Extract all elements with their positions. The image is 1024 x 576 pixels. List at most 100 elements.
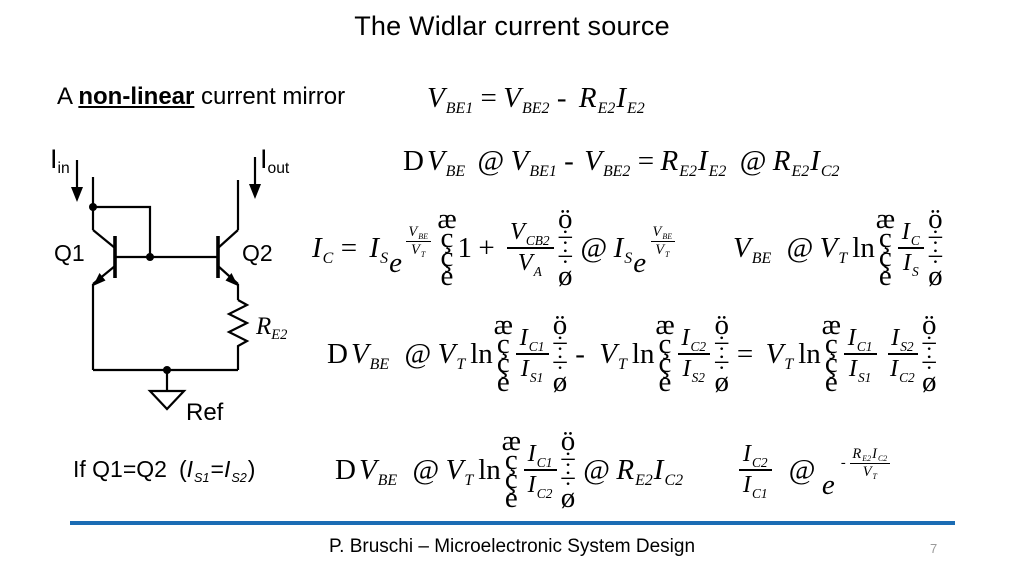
math-token: T [464, 472, 474, 490]
math-token: S1 [194, 470, 210, 485]
math-token: If Q1=Q2 [73, 455, 167, 482]
math-token: = [736, 337, 754, 370]
math-token: VBE [406, 224, 432, 242]
math-token: e [389, 247, 402, 280]
math-token: ç [440, 221, 454, 254]
math-token: è [504, 482, 518, 515]
math-token: @ [739, 144, 767, 177]
math-token: @ [580, 231, 608, 264]
math-token: VBE [426, 144, 466, 181]
math-token: æ [493, 308, 513, 341]
math-token: E2 [597, 100, 616, 118]
math-token: ç [504, 463, 518, 495]
math-token: VBE [650, 224, 676, 242]
subtitle-emphasis: non-linear [78, 83, 195, 110]
subtitle-pre: A [57, 83, 79, 110]
math-token: BE [662, 232, 673, 241]
math-token: RE2 [616, 453, 653, 490]
math-token: = [340, 231, 358, 264]
subtitle: A non-linear current mirror [57, 83, 345, 111]
math-token: C2 [664, 472, 684, 490]
math-token: IC1 [742, 471, 768, 501]
math-token: + [478, 231, 495, 264]
math-token: ÷ [713, 347, 730, 379]
math-token: ö÷÷ø [560, 426, 577, 513]
math-token: IS1 [520, 355, 544, 385]
math-token: ÷ [927, 221, 944, 254]
label-ref: Ref [186, 399, 224, 426]
math-token: CB2 [525, 233, 550, 249]
math-token: e [633, 247, 647, 280]
iin-arrow-icon [71, 160, 83, 202]
math-token: e [821, 469, 835, 502]
math-token: @ [788, 453, 816, 486]
math-token: ÷ [921, 327, 938, 360]
math-token: IC2 [889, 355, 915, 385]
math-token: = [637, 144, 655, 177]
math-token: E2 [679, 163, 697, 181]
slide-title: The Widlar current source [354, 11, 670, 41]
math-token: IS1 [848, 355, 872, 385]
math-token: IS2 [682, 355, 706, 384]
label-re2: RE2 [256, 313, 288, 343]
math-token: S [380, 250, 389, 268]
math-token: E2 [635, 472, 653, 490]
math-token: ÷ [560, 443, 577, 476]
math-token: S2 [231, 470, 247, 485]
math-token: VT [445, 453, 474, 490]
math-token: IS2 [223, 455, 247, 485]
math-token: S [911, 263, 919, 279]
math-token: æ [501, 424, 521, 457]
math-token: IC1 [844, 324, 877, 356]
math-token: C [322, 250, 334, 268]
math-token: ) [247, 455, 256, 482]
math-token: T [665, 250, 670, 260]
math-token: è [496, 366, 510, 399]
math-token: ç [824, 347, 838, 379]
label-q1: Q1 [54, 240, 85, 266]
footer-rule [70, 521, 955, 525]
math-token: A [533, 263, 542, 279]
math-token: BE2 [602, 163, 631, 181]
math-token: VBE [358, 453, 398, 490]
math-token: IC2 [681, 324, 707, 355]
math-token: VT [765, 337, 794, 374]
math-token: VT [862, 463, 877, 482]
math-token: D [335, 453, 356, 486]
math-token: VBE1 [510, 144, 557, 181]
math-token: 1 [457, 231, 473, 264]
math-token: RE2 [660, 144, 697, 181]
math-token: VT [819, 231, 848, 268]
math-token: BE2 [522, 100, 550, 118]
math-token: BE [377, 472, 398, 490]
math-token: IC2 [739, 442, 772, 472]
math-token: VT [599, 337, 627, 374]
math-token: IC2 [889, 355, 916, 385]
math-token: C2 [877, 454, 888, 463]
math-token: BE [751, 250, 772, 268]
math-token: VT [655, 241, 670, 260]
math-token: - [575, 337, 585, 370]
page-number: 7 [930, 541, 938, 556]
math-token: IC1 [847, 324, 873, 355]
math-token: IC1 [524, 442, 557, 472]
label-q2: Q2 [242, 240, 273, 266]
math-token: C [910, 233, 920, 249]
math-token: ç [496, 347, 510, 379]
ground-node [93, 366, 238, 411]
math-token: ln [470, 337, 493, 370]
math-token: IC1 [742, 471, 769, 501]
